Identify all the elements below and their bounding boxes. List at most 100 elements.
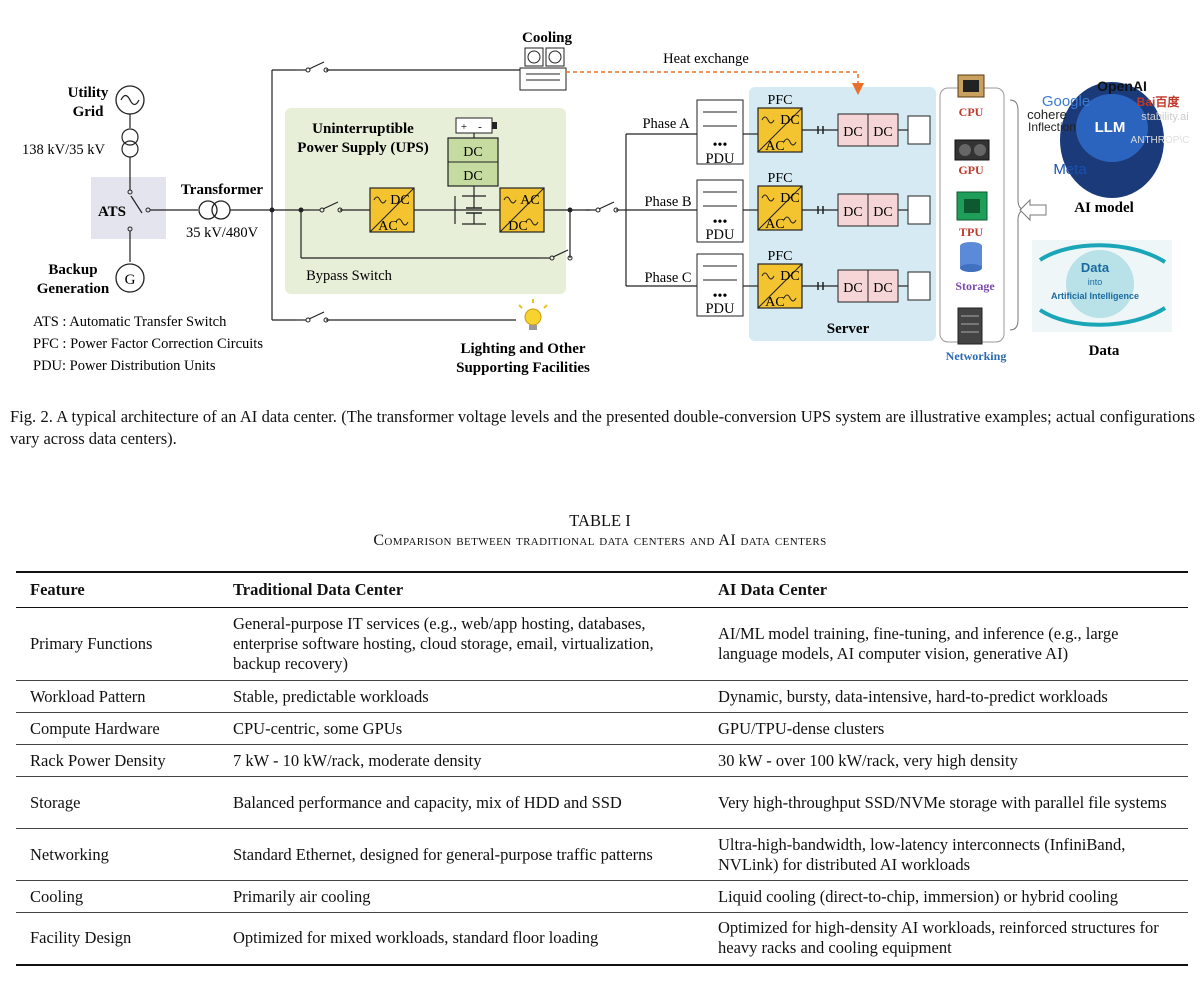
phase-a-branch: Phase A ••• PDU PFC DC AC DC DC — [626, 93, 931, 167]
rack-icon — [957, 307, 983, 345]
table-cell: General-purpose IT services (e.g., web/a… — [219, 607, 704, 681]
svg-text:DC: DC — [873, 125, 892, 140]
ac-source-icon — [115, 85, 145, 115]
svg-text:-: - — [478, 121, 482, 133]
table-cell: Rack Power Density — [16, 744, 219, 777]
cooling-label: Cooling — [522, 30, 573, 46]
svg-text:into: into — [1088, 277, 1103, 287]
svg-text:DC: DC — [843, 125, 862, 140]
table-cell: Networking — [16, 828, 219, 881]
inverter-ac-dc-block: AC DC — [499, 187, 545, 234]
svg-text:PFC: PFC — [768, 249, 793, 264]
table-cell: Primarily air cooling — [219, 880, 704, 913]
table-subtitle: Comparison between traditional data cent… — [373, 532, 827, 549]
table-row: Networking Standard Ethernet, designed f… — [16, 828, 1188, 881]
svg-text:DC: DC — [843, 281, 862, 296]
phase-c-branch: Phase C ••• PDU PFC DC AC DC DC — [626, 249, 931, 317]
table-cell: Compute Hardware — [16, 712, 219, 745]
utility-label-1: Utility — [68, 85, 109, 101]
table-cell: Stable, predictable workloads — [219, 680, 704, 713]
table-cell: GPU/TPU-dense clusters — [704, 712, 1188, 745]
svg-text:G: G — [125, 272, 136, 288]
table-row: Primary Functions General-purpose IT ser… — [16, 607, 1188, 681]
svg-text:Artificial Intelligence: Artificial Intelligence — [1051, 291, 1139, 301]
storage-icon — [960, 242, 982, 272]
svg-text:DC: DC — [843, 205, 862, 220]
backup-label-2: Generation — [37, 281, 110, 297]
svg-text:AC: AC — [520, 193, 539, 208]
table-cell: AI/ML model training, fine-tuning, and i… — [704, 607, 1188, 681]
table-cell: Ultra-high-bandwidth, low-latency interc… — [704, 828, 1188, 881]
svg-text:PFC: PFC — [768, 171, 793, 186]
svg-text:•••: ••• — [713, 215, 728, 230]
svg-text:Google: Google — [1042, 93, 1090, 110]
gpu-label: GPU — [958, 163, 984, 177]
table-header-row: Feature Traditional Data Center AI Data … — [16, 571, 1188, 608]
table-row: Compute Hardware CPU-centric, some GPUs … — [16, 712, 1188, 745]
table-cell: Liquid cooling (direct-to-chip, immersio… — [704, 880, 1188, 913]
figure-caption: Fig. 2. A typical architecture of an AI … — [10, 407, 1195, 448]
svg-text:AC: AC — [765, 217, 784, 232]
svg-text:DC: DC — [463, 169, 482, 184]
table-cell: Facility Design — [16, 912, 219, 966]
table-cell: 30 kW - over 100 kW/rack, very high dens… — [704, 744, 1188, 777]
table-row: Storage Balanced performance and capacit… — [16, 776, 1188, 829]
svg-text:Data: Data — [1081, 260, 1110, 275]
header-feature: Feature — [16, 571, 219, 608]
svg-text:DC: DC — [780, 113, 799, 128]
table-cell: Balanced performance and capacity, mix o… — [219, 776, 704, 829]
svg-text:Meta: Meta — [1053, 161, 1087, 178]
table-row: Rack Power Density 7 kW - 10 kW/rack, mo… — [16, 744, 1188, 777]
table-cell: Dynamic, bursty, data-intensive, hard-to… — [704, 680, 1188, 713]
arrow-from-ai-model-icon — [1019, 198, 1047, 222]
lighting-label-2: Supporting Facilities — [456, 360, 590, 376]
table-cell: Primary Functions — [16, 607, 219, 681]
svg-text:DC: DC — [780, 269, 799, 284]
table-cell: Cooling — [16, 880, 219, 913]
svg-text:DC: DC — [390, 193, 409, 208]
header-traditional: Traditional Data Center — [219, 571, 704, 608]
heat-exchange-label: Heat exchange — [663, 51, 749, 67]
svg-text:+: + — [461, 121, 467, 133]
svg-text:PFC: PFC — [768, 93, 793, 108]
svg-text:DC: DC — [463, 145, 482, 160]
table-row: Facility Design Optimized for mixed work… — [16, 912, 1188, 966]
transformer-voltage-label: 35 kV/480V — [186, 225, 259, 241]
transformer-icon — [198, 200, 231, 220]
table-row: Workload Pattern Stable, predictable wor… — [16, 680, 1188, 713]
table-cell: 7 kW - 10 kW/rack, moderate density — [219, 744, 704, 777]
svg-text:•••: ••• — [713, 289, 728, 304]
cooling-fan-icon — [519, 47, 567, 91]
svg-text:ANTHROP\C: ANTHROP\C — [1131, 135, 1190, 146]
networking-label: Networking — [946, 349, 1007, 363]
lightbulb-icon — [518, 299, 548, 330]
tpu-icon — [956, 191, 988, 221]
svg-text:stability.ai: stability.ai — [1141, 111, 1188, 123]
svg-text:LLM: LLM — [1095, 119, 1126, 136]
grid-voltage-label: 138 kV/35 kV — [22, 142, 106, 158]
svg-text:Inflection: Inflection — [1028, 120, 1076, 134]
svg-text:AC: AC — [765, 139, 784, 154]
header-ai: AI Data Center — [704, 571, 1188, 608]
svg-text:PDU: PDU — [705, 151, 735, 167]
ups-label-2: Power Supply (UPS) — [297, 140, 428, 156]
svg-text:OpenAI: OpenAI — [1097, 78, 1147, 94]
architecture-diagram: Cooling Heat exchange Lighting and Other… — [0, 0, 1200, 380]
legend-pdu: PDU: Power Distribution Units — [33, 358, 216, 374]
svg-text:•••: ••• — [713, 138, 728, 153]
table-cell: Standard Ethernet, designed for general-… — [219, 828, 704, 881]
utility-label-2: Grid — [73, 104, 104, 120]
ups-dc-dc-block: DC DC — [447, 137, 499, 187]
tpu-label: TPU — [959, 225, 983, 239]
backup-label-1: Backup — [48, 262, 97, 278]
table-title: TABLE I — [569, 511, 631, 530]
gpu-icon — [954, 139, 990, 161]
phase-b-branch: Phase B ••• PDU PFC DC AC DC DC — [626, 171, 931, 243]
table-cell: Optimized for high-density AI workloads,… — [704, 912, 1188, 966]
battery-icon: + - — [455, 117, 497, 134]
data-label: Data — [1089, 343, 1120, 359]
table-cell: Workload Pattern — [16, 680, 219, 713]
rectifier-dc-ac-block: DC AC — [369, 187, 415, 234]
table-cell: Very high-throughput SSD/NVMe storage wi… — [704, 776, 1188, 829]
lighting-label-1: Lighting and Other — [460, 341, 585, 357]
